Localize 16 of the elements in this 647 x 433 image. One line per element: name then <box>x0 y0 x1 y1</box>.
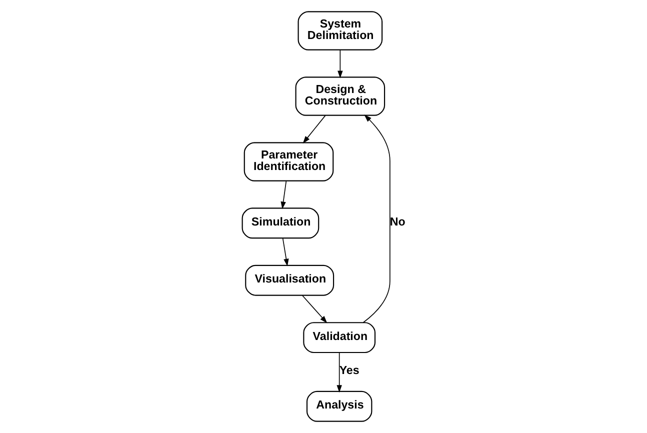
node-box: Design & Construction <box>294 76 385 116</box>
edge-label: No <box>389 215 405 228</box>
node-box: System Delimitation <box>297 11 382 50</box>
arrow <box>336 352 342 393</box>
arrow <box>280 180 286 210</box>
node-box: Simulation <box>241 208 319 239</box>
arrow <box>337 50 342 78</box>
arrow <box>302 115 326 144</box>
node-box: Validation <box>302 322 376 354</box>
node-box: Analysis <box>306 390 372 422</box>
node-box: Visualisation <box>244 264 334 296</box>
node-box: Parameter Identification <box>243 142 334 182</box>
arrow <box>362 114 390 324</box>
arrow <box>301 295 327 324</box>
edge-label: Yes <box>338 364 359 378</box>
arrow <box>282 238 288 266</box>
